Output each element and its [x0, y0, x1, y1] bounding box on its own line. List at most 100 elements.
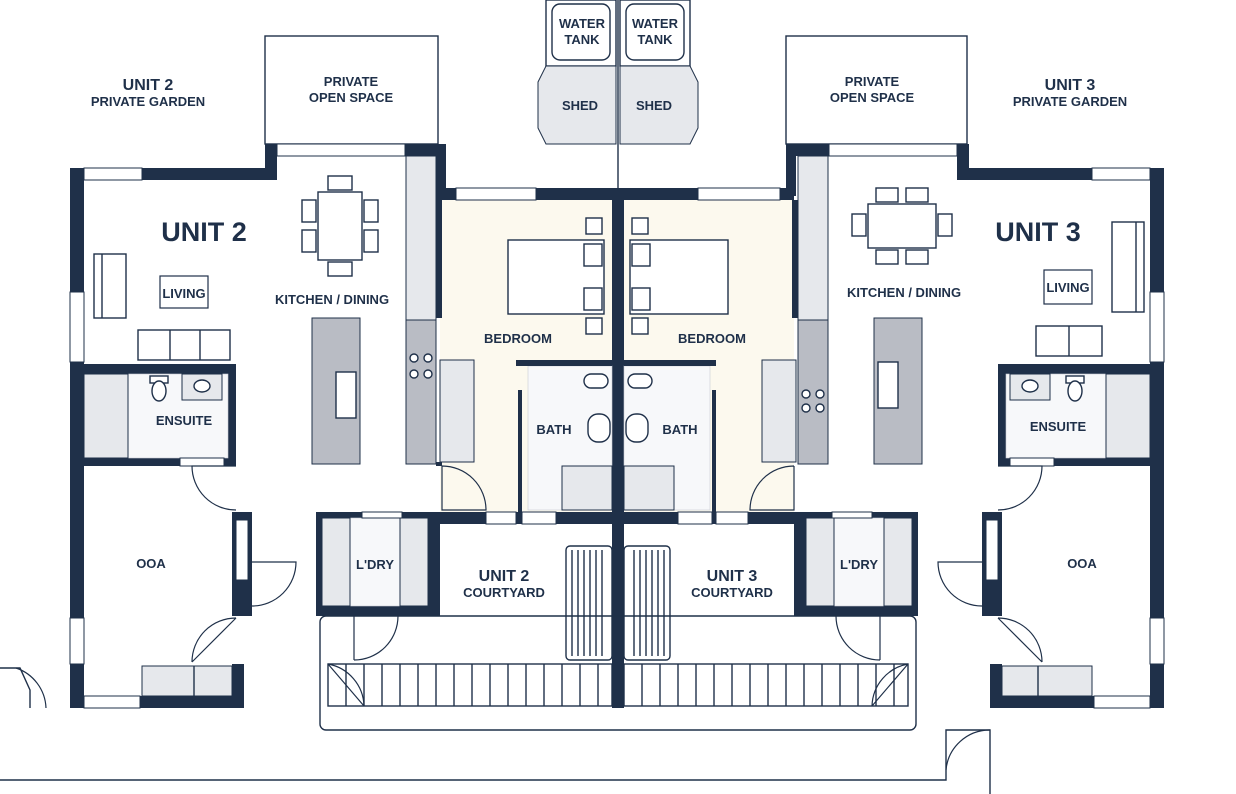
living-left-label: LIVING	[162, 286, 205, 301]
window	[1149, 291, 1165, 363]
dining-table-left	[301, 175, 379, 277]
ldry-right-label: L'DRY	[840, 557, 878, 572]
shed-left-label: SHED	[562, 98, 598, 113]
courtyard-gate	[871, 663, 909, 707]
courtyard-gate	[327, 663, 365, 707]
window	[1091, 167, 1151, 181]
window	[455, 187, 537, 201]
window	[235, 519, 249, 581]
window	[179, 457, 225, 467]
window	[1093, 695, 1151, 709]
courtyard-grate-right	[623, 545, 671, 661]
wall	[786, 144, 796, 196]
shower-right	[1105, 373, 1151, 459]
pos-left-line2: OPEN SPACE	[309, 90, 394, 105]
sofa-right	[1035, 221, 1145, 357]
shower-left	[83, 373, 129, 459]
sink-icon	[335, 371, 357, 419]
courtyard3-subtitle: COURTYARD	[691, 585, 773, 600]
wall	[794, 512, 806, 616]
unit2-garden-subtitle: PRIVATE GARDEN	[91, 94, 205, 109]
laundry-bench-right	[883, 517, 913, 607]
ooa-left-label: OOA	[136, 556, 166, 571]
water-tank-left-inner	[551, 3, 611, 61]
cooktop-icon	[801, 389, 811, 399]
wall	[712, 390, 716, 512]
wall	[516, 360, 612, 366]
ldry-left-label: L'DRY	[356, 557, 394, 572]
pos-right-line1: PRIVATE	[845, 74, 900, 89]
bath-right-label: BATH	[662, 422, 697, 437]
bedroom-wardrobe-right	[761, 359, 797, 463]
door-swing	[251, 561, 297, 607]
window	[697, 187, 781, 201]
door-swing	[937, 561, 983, 607]
window	[828, 143, 958, 157]
basin-icon	[627, 373, 653, 389]
courtyard2-subtitle: COURTYARD	[463, 585, 545, 600]
vanity-bath	[623, 465, 675, 511]
wall	[990, 664, 1002, 708]
laundry-tiles-left	[349, 517, 401, 607]
wall	[957, 144, 969, 180]
wall	[998, 458, 1164, 466]
laundry-bench-right	[805, 517, 835, 607]
cooktop-icon	[423, 369, 433, 379]
vanity-bath	[561, 465, 613, 511]
cabinet	[1001, 665, 1093, 697]
laundry-bench-left	[321, 517, 351, 607]
ooa-right-label: OOA	[1067, 556, 1097, 571]
basin-icon	[583, 373, 609, 389]
wall	[998, 364, 1006, 464]
water-tank-left-line1: WATER	[559, 16, 606, 31]
wall	[70, 364, 236, 374]
dining-table-right	[851, 187, 953, 265]
bedroom-left-label: BEDROOM	[484, 331, 552, 346]
window	[831, 511, 873, 519]
wall	[792, 200, 798, 318]
cooktop-icon	[409, 353, 419, 363]
courtyard2-title: UNIT 2	[479, 568, 530, 585]
window	[1149, 617, 1165, 665]
wall	[794, 606, 918, 616]
bedroom-wardrobe-left	[439, 359, 475, 463]
cooktop-icon	[423, 353, 433, 363]
window	[677, 511, 713, 525]
window	[69, 291, 85, 363]
wall	[998, 364, 1164, 374]
window	[361, 511, 403, 519]
window	[985, 519, 999, 581]
basin-icon	[193, 379, 211, 393]
ensuite-right-label: ENSUITE	[1030, 419, 1087, 434]
water-tank-right-line2: TANK	[637, 32, 673, 47]
bath-left-label: BATH	[536, 422, 571, 437]
door-swing	[191, 617, 237, 663]
footpath	[0, 667, 991, 794]
sink-icon	[877, 361, 899, 409]
unit3-garden-title: UNIT 3	[1045, 77, 1096, 94]
door-swing	[441, 465, 487, 511]
courtyard-grate-left	[565, 545, 613, 661]
wall	[786, 144, 829, 156]
basin-icon	[1021, 379, 1039, 393]
sofa-left	[93, 253, 231, 361]
window	[69, 617, 85, 665]
private-open-space-right	[785, 35, 968, 145]
bed-right	[629, 217, 729, 335]
window	[1009, 457, 1055, 467]
cooktop-icon	[801, 403, 811, 413]
bed-left	[507, 217, 605, 335]
kitchen-left-label: KITCHEN / DINING	[275, 292, 389, 307]
fence-left	[327, 663, 613, 707]
cooktop-icon	[815, 389, 825, 399]
toilet-icon	[1067, 380, 1083, 402]
water-tank-left	[545, 0, 617, 67]
wall	[436, 200, 442, 318]
wall	[518, 390, 522, 512]
door-swing	[997, 465, 1043, 511]
kitchen-tall-cabinets-left	[405, 155, 437, 321]
footpath-door	[945, 729, 991, 771]
living-box-right	[1043, 269, 1093, 305]
shed-right-label: SHED	[636, 98, 672, 113]
